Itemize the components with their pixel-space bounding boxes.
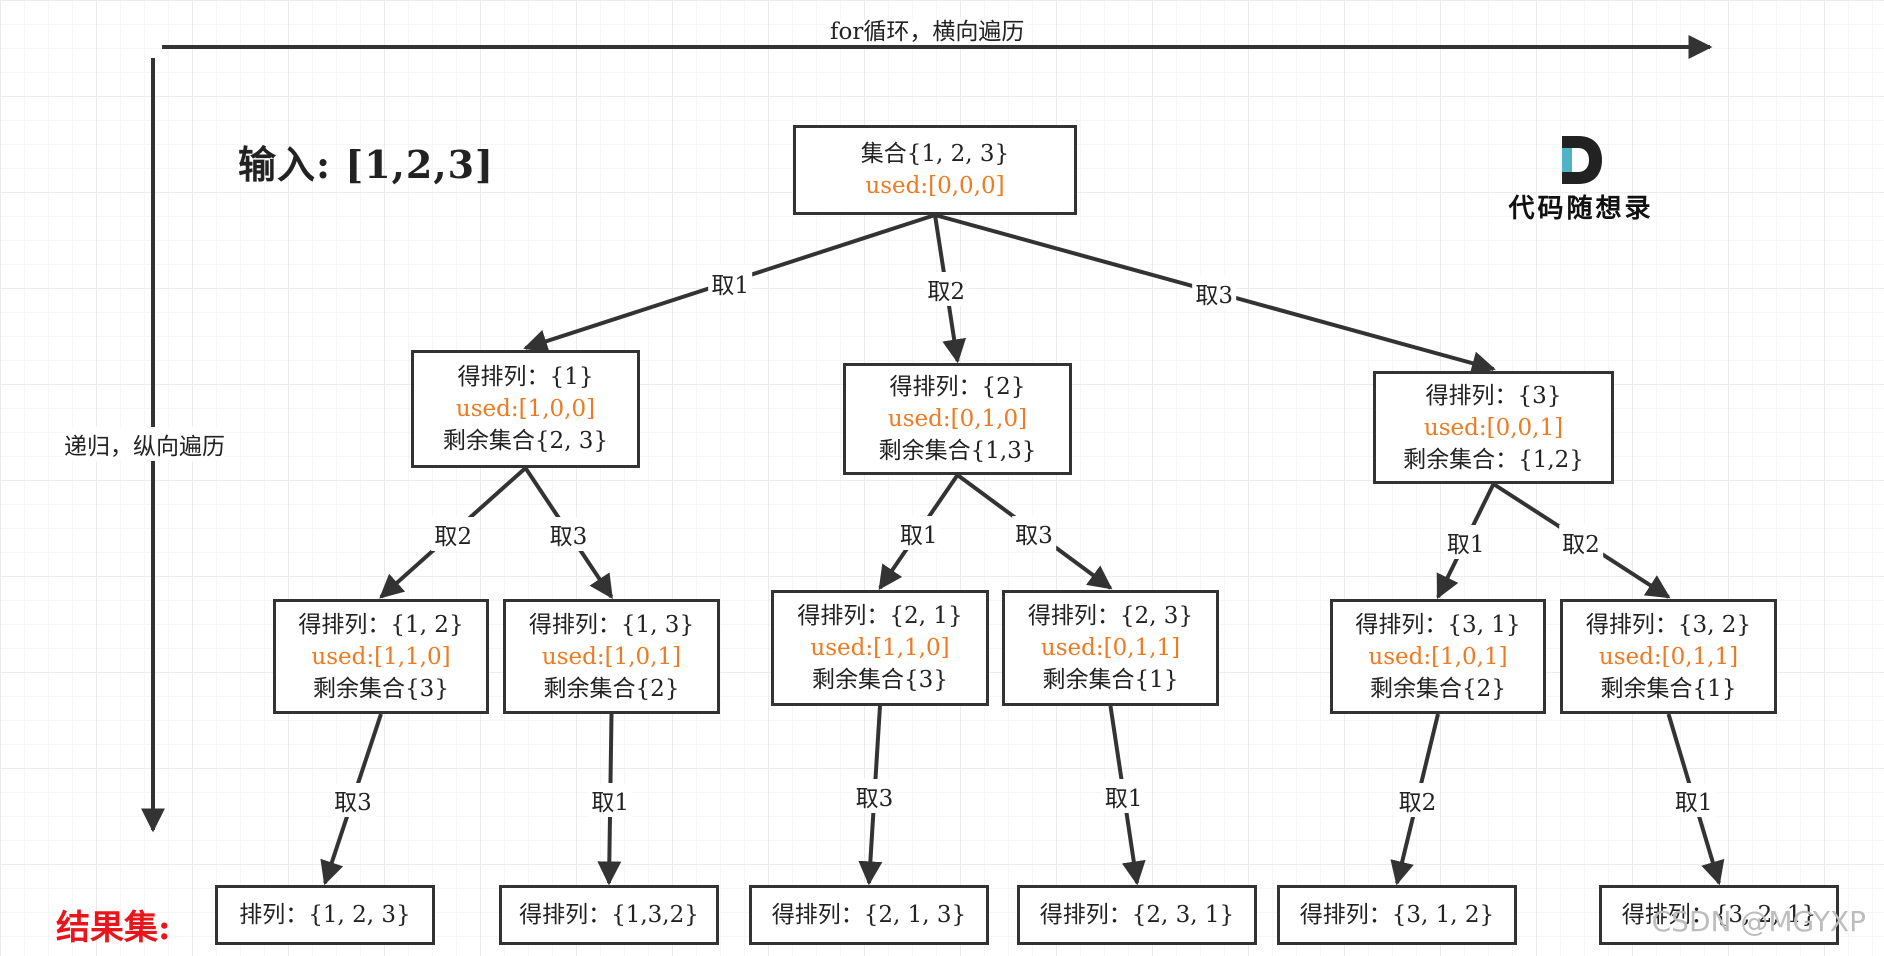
result-perm-6-text: 得排列：{3, 2, 1}: [1621, 902, 1817, 928]
node-perm-2-3-used: used:[0,1,1]: [1040, 635, 1181, 661]
logo-d-icon: [1562, 136, 1602, 184]
node-perm-1-3-remaining: 剩余集合{2}: [543, 675, 680, 702]
node-perm-3-remaining: 剩余集合：{1,2}: [1403, 446, 1584, 473]
node-perm-2-used: used:[0,1,0]: [887, 406, 1028, 432]
watermark: CSDN @MGYXP: [1651, 905, 1866, 938]
logo: 代码随想录: [1506, 134, 1656, 225]
node-perm-3: 得排列：{3} used:[0,0,1] 剩余集合：{1,2}: [1373, 371, 1614, 484]
node-perm-3-1-remaining: 剩余集合{2}: [1370, 675, 1506, 702]
node-perm-2-3: 得排列：{2, 3} used:[0,1,1] 剩余集合{1}: [1002, 590, 1219, 706]
result-perm-6: 得排列：{3, 2, 1}: [1599, 885, 1839, 945]
edge-label: 取3: [852, 778, 897, 813]
result-perm-2-text: 得排列：{1,3,2}: [519, 902, 699, 928]
node-perm-2-3-line: 得排列：{2, 3}: [1027, 603, 1194, 629]
node-perm-1: 得排列：{1} used:[1,0,0] 剩余集合{2, 3}: [411, 350, 640, 468]
node-root: 集合{1, 2, 3} used:[0,0,0]: [793, 125, 1077, 215]
node-perm-3-used: used:[0,0,1]: [1423, 414, 1564, 441]
node-perm-2-1-remaining: 剩余集合{3}: [812, 667, 948, 693]
input-title: 输入: [1,2,3]: [238, 142, 494, 187]
result-perm-1-text: 排列：{1, 2, 3}: [239, 902, 411, 928]
node-perm-3-2-remaining: 剩余集合{1}: [1600, 675, 1737, 702]
node-perm-1-line: 得排列：{1}: [457, 364, 594, 390]
node-perm-1-2-used: used:[1,1,0]: [311, 643, 451, 670]
edge-label: 取1: [1101, 778, 1146, 813]
node-root-set: 集合{1, 2, 3}: [860, 141, 1010, 167]
node-perm-1-2-remaining: 剩余集合{3}: [313, 675, 449, 702]
node-perm-2-1-used: used:[1,1,0]: [810, 635, 950, 661]
node-root-used: used:[0,0,0]: [865, 173, 1005, 199]
node-perm-1-2-line: 得排列：{1, 2}: [298, 611, 464, 638]
result-set-label: 结果集:: [56, 908, 171, 948]
edge-label: 取3: [1012, 515, 1056, 550]
result-perm-4: 得排列：{2, 3, 1}: [1017, 885, 1257, 945]
node-perm-1-3: 得排列：{1, 3} used:[1,0,1] 剩余集合{2}: [503, 599, 720, 714]
node-perm-2: 得排列：{2} used:[0,1,0] 剩余集合{1,3}: [843, 363, 1072, 475]
result-perm-1: 排列：{1, 2, 3}: [215, 885, 435, 945]
result-perm-4-text: 得排列：{2, 3, 1}: [1039, 902, 1235, 928]
logo-text: 代码随想录: [1508, 194, 1654, 224]
node-perm-1-3-line: 得排列：{1, 3}: [528, 611, 695, 638]
edge-label: 取1: [588, 782, 633, 817]
node-perm-3-1-line: 得排列：{3, 1}: [1355, 611, 1521, 638]
edge-label: 取1: [1671, 782, 1716, 817]
result-perm-5: 得排列：{3, 1, 2}: [1277, 885, 1517, 945]
horizontal-axis-label: for循环，横向遍历: [162, 12, 1029, 46]
edge-label: 取2: [1395, 782, 1440, 817]
edge-label: 取3: [1192, 276, 1237, 310]
node-perm-3-line: 得排列：{3}: [1425, 382, 1562, 409]
result-perm-5-text: 得排列：{3, 1, 2}: [1299, 902, 1495, 928]
edge-label: 取2: [924, 272, 969, 306]
node-perm-1-3-used: used:[1,0,1]: [541, 643, 682, 670]
node-perm-3-2: 得排列：{3, 2} used:[0,1,1] 剩余集合{1}: [1560, 599, 1777, 714]
edge-label: 取1: [708, 265, 753, 300]
node-perm-2-line: 得排列：{2}: [889, 374, 1026, 400]
node-perm-3-1: 得排列：{3, 1} used:[1,0,1] 剩余集合{2}: [1330, 599, 1546, 714]
result-perm-3: 得排列：{2, 1, 3}: [749, 885, 989, 945]
edge-label: 取2: [1559, 524, 1603, 559]
edge-label: 取3: [331, 782, 375, 817]
edge-label: 取3: [546, 516, 591, 551]
node-perm-2-1-line: 得排列：{2, 1}: [797, 603, 963, 629]
node-perm-2-remaining: 剩余集合{1,3}: [878, 438, 1037, 464]
result-perm-3-text: 得排列：{2, 1, 3}: [771, 902, 967, 928]
node-perm-1-2: 得排列：{1, 2} used:[1,1,0] 剩余集合{3}: [273, 599, 489, 714]
result-perm-2: 得排列：{1,3,2}: [499, 885, 719, 945]
edge-label: 取1: [1443, 524, 1488, 559]
edge-label: 取1: [896, 515, 941, 550]
node-perm-3-1-used: used:[1,0,1]: [1368, 643, 1508, 670]
node-perm-3-2-line: 得排列：{3, 2}: [1585, 611, 1752, 638]
node-perm-1-used: used:[1,0,0]: [455, 396, 596, 422]
node-perm-2-1: 得排列：{2, 1} used:[1,1,0] 剩余集合{3}: [771, 590, 989, 706]
node-perm-2-3-remaining: 剩余集合{1}: [1042, 667, 1179, 693]
node-perm-1-remaining: 剩余集合{2, 3}: [442, 428, 609, 454]
node-perm-3-2-used: used:[0,1,1]: [1598, 643, 1739, 670]
vertical-axis-label: 递归，纵向遍历: [64, 427, 225, 461]
edge-label: 取2: [431, 516, 476, 551]
